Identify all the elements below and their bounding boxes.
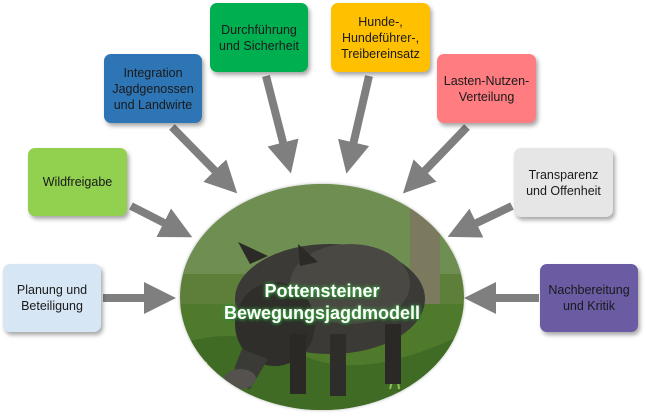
box-lasten: Lasten-Nutzen- Verteilung bbox=[437, 54, 536, 123]
box-integration-label: Integration Jagdgenossen und Landwirte bbox=[112, 65, 193, 113]
box-planung: Planung und Beteiligung bbox=[3, 264, 101, 332]
box-durchfuehrung: Durchführung und Sicherheit bbox=[210, 3, 308, 72]
box-nachbereitung: Nachbereitung und Kritik bbox=[540, 264, 638, 332]
box-hunde-label: Hunde-, Hundeführer-, Treibereinsatz bbox=[341, 14, 420, 62]
box-wildfreigabe: Wildfreigabe bbox=[28, 148, 127, 216]
box-hunde: Hunde-, Hundeführer-, Treibereinsatz bbox=[331, 3, 430, 72]
box-planung-label: Planung und Beteiligung bbox=[17, 282, 87, 314]
arrow-integration bbox=[172, 127, 226, 182]
box-lasten-label: Lasten-Nutzen- Verteilung bbox=[444, 73, 529, 105]
box-wildfreigabe-label: Wildfreigabe bbox=[43, 174, 112, 190]
box-integration: Integration Jagdgenossen und Landwirte bbox=[104, 54, 202, 123]
box-transparenz-label: Transparenz und Offenheit bbox=[526, 167, 601, 199]
box-durchfuehrung-label: Durchführung und Sicherheit bbox=[219, 22, 299, 54]
arrow-hunde bbox=[350, 76, 369, 158]
box-transparenz: Transparenz und Offenheit bbox=[514, 148, 613, 217]
box-nachbereitung-label: Nachbereitung und Kritik bbox=[548, 282, 629, 314]
arrow-durchfuehrung bbox=[266, 76, 287, 158]
center-label: Pottensteiner Bewegungsjagdmodell bbox=[180, 280, 464, 324]
center-photo-ellipse: Pottensteiner Bewegungsjagdmodell bbox=[180, 184, 464, 410]
arrow-lasten bbox=[414, 127, 467, 182]
arrow-transparenz bbox=[462, 206, 512, 230]
arrow-wildfreigabe bbox=[131, 206, 178, 230]
